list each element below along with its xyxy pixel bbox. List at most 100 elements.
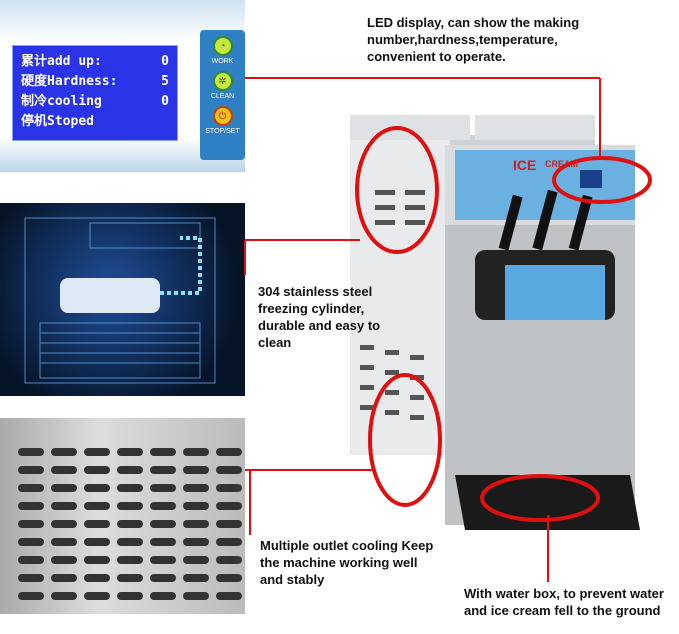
vent-slot xyxy=(84,592,110,600)
freezing-cylinder xyxy=(60,278,160,313)
vent-slot xyxy=(18,592,44,600)
vent-slot xyxy=(216,466,242,474)
power-icon[interactable]: ⏻ xyxy=(212,106,233,126)
vent-slot xyxy=(51,466,77,474)
vent-slot xyxy=(18,466,44,474)
vent-slot xyxy=(216,538,242,546)
lcd-label: add up: xyxy=(47,54,102,69)
vent-slot xyxy=(216,592,242,600)
lcd-closeup-panel: 累计add up: 0 硬度Hardness: 5 制冷cooling 0 停机Sto… xyxy=(0,0,245,172)
vent-slot xyxy=(150,466,176,474)
vent-slot xyxy=(150,574,176,582)
vent-slot xyxy=(117,520,143,528)
vent-slot xyxy=(51,556,77,564)
vent-slot xyxy=(18,538,44,546)
vent-slot xyxy=(84,502,110,510)
vent-slot xyxy=(18,556,44,564)
vent-slot xyxy=(84,574,110,582)
lcd-cn: 制冷 xyxy=(21,94,48,109)
vent-slot xyxy=(18,502,44,510)
vent-slot xyxy=(150,448,176,456)
vent-slot xyxy=(117,574,143,582)
dispenser-handle[interactable] xyxy=(568,194,593,251)
vent-slot xyxy=(51,592,77,600)
lcd-value: 5 xyxy=(161,74,169,89)
vent-slot xyxy=(183,466,209,474)
lcd-value: 0 xyxy=(161,94,169,109)
brand-text: ICE xyxy=(513,157,536,173)
vent-slot xyxy=(150,502,176,510)
lcd-cn: 硬度 xyxy=(21,74,48,89)
vent-slot xyxy=(18,520,44,528)
vent-slot xyxy=(183,556,209,564)
vent-slot xyxy=(150,484,176,492)
clean-button[interactable]: ✲ xyxy=(212,71,233,91)
vent-slot xyxy=(84,484,110,492)
vent-slot xyxy=(216,448,242,456)
highlight-ellipse xyxy=(368,373,442,507)
vent-slot xyxy=(117,466,143,474)
lcd-label: Stoped xyxy=(47,114,94,129)
lcd-row: 累计add up: 0 xyxy=(21,52,169,72)
stopset-label: STOP/SET xyxy=(205,128,240,135)
vent-slot xyxy=(117,484,143,492)
vent-slot xyxy=(117,592,143,600)
vent-grille-image xyxy=(0,418,245,614)
dispenser-handle[interactable] xyxy=(532,189,558,251)
vent-slot xyxy=(18,448,44,456)
lcd-row: 停机Stoped xyxy=(21,112,169,132)
vent-slot xyxy=(150,520,176,528)
vent-slot xyxy=(183,520,209,528)
lcd-cn: 累计 xyxy=(21,54,48,69)
vent-slot xyxy=(183,448,209,456)
highlight-ellipse xyxy=(480,474,600,522)
work-label: WORK xyxy=(211,58,234,65)
vent-slot xyxy=(216,520,242,528)
brand-text: CREAM xyxy=(545,159,578,169)
schematic-drawing xyxy=(24,217,216,384)
highlight-ellipse xyxy=(552,156,652,204)
vent-slot xyxy=(183,502,209,510)
lcd-label: cooling xyxy=(47,94,102,109)
vent-slot xyxy=(216,502,242,510)
cylinder-schematic-image xyxy=(0,203,245,396)
work-button[interactable]: ◔ xyxy=(212,36,233,56)
vent-slot xyxy=(51,484,77,492)
vent-slot xyxy=(117,502,143,510)
vent-slot xyxy=(216,484,242,492)
ice-cream-machine-image: ICE CREAM xyxy=(350,115,640,530)
vent-slot xyxy=(84,556,110,564)
caption-cooling: Multiple outlet cooling Keep the machine… xyxy=(260,538,434,587)
vent-slot xyxy=(51,574,77,582)
vent-slot xyxy=(150,538,176,546)
caption-water-box: With water box, to prevent water and ice… xyxy=(464,586,664,618)
lcd-cn: 停机 xyxy=(21,114,48,129)
vent-slot xyxy=(216,574,242,582)
control-strip: ◔ WORK ✲ CLEAN ⏻ STOP/SET xyxy=(200,30,245,160)
lcd-row: 硬度Hardness: 5 xyxy=(21,72,169,92)
vent-slot xyxy=(117,448,143,456)
vent-slot xyxy=(51,538,77,546)
dispenser-handle[interactable] xyxy=(498,194,523,251)
vent-slot xyxy=(150,556,176,564)
vent-slot xyxy=(51,502,77,510)
lcd-label: Hardness: xyxy=(47,74,118,89)
vent-slot xyxy=(18,484,44,492)
vent-slot xyxy=(84,538,110,546)
vent-slot xyxy=(183,592,209,600)
vent-slot xyxy=(117,538,143,546)
vent-slot xyxy=(183,538,209,546)
vent-slot xyxy=(51,520,77,528)
vent-slot xyxy=(216,556,242,564)
lcd-value: 0 xyxy=(161,54,169,69)
highlight-ellipse xyxy=(355,126,439,254)
lcd-row: 制冷cooling 0 xyxy=(21,92,169,112)
vent-slot xyxy=(18,574,44,582)
vent-slot xyxy=(51,448,77,456)
clean-label: CLEAN xyxy=(210,93,235,100)
vent-slot xyxy=(150,592,176,600)
vent-slot xyxy=(117,556,143,564)
caption-freezing-cylinder: 304 stainless steel freezing cylinder, d… xyxy=(258,284,381,350)
vent-slot xyxy=(84,520,110,528)
